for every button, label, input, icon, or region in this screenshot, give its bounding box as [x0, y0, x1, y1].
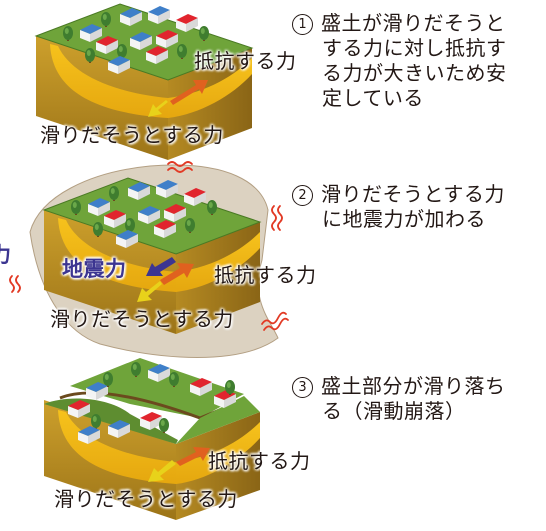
- panel-1-arrows: [148, 80, 208, 117]
- panel-1-resist-arrow: [170, 80, 208, 105]
- panel-1-resist-label: 抵抗する力: [194, 49, 297, 73]
- panel-1-slide-arrow: [148, 100, 168, 117]
- panel-2-desc-line-2: に地震力が加わる: [322, 207, 486, 231]
- shake-mark-left-2: [15, 275, 21, 293]
- panel-1-number: 1: [292, 14, 313, 35]
- panel-1-desc-line-2: する力に対し抵抗す: [322, 36, 507, 60]
- panel-2-resist-label: 抵抗する力: [214, 263, 317, 287]
- panel-2-arrows: [137, 257, 194, 302]
- panel-2-number: 2: [292, 185, 313, 206]
- panel-3-resist-arrow: [176, 447, 210, 466]
- panel-2-shake-marks: [9, 161, 289, 331]
- panel-3-desc-line-2: る（滑動崩落）: [322, 399, 466, 423]
- panel-1-desc-line-3: る力が大きいため安: [322, 61, 507, 85]
- panel-2-slide-label: 滑りだそうとする力: [50, 307, 234, 331]
- panel-1-slide-label: 滑りだそうとする力: [40, 123, 224, 147]
- shake-mark-right-1: [271, 205, 277, 231]
- panel-3-number: 3: [292, 377, 313, 398]
- panel-3-description: 3 盛土部分が滑り落ち る（滑動崩落）: [292, 374, 506, 424]
- panel-1-desc-line-4: 定している: [322, 86, 424, 110]
- panel-1-desc-line-1: 盛土が滑りだそうと: [321, 11, 506, 35]
- shake-mark-bottom-1: [261, 311, 287, 325]
- panel-2-quake-label: 地震力: [62, 257, 127, 281]
- panel-2-description: 2 滑りだそうとする力 に地震力が加わる: [292, 182, 505, 232]
- panel-3-resist-label: 抵抗する力: [208, 449, 311, 473]
- panel-3-slide-label: 滑りだそうとする力: [54, 487, 238, 511]
- panel-1-fill-right: [168, 58, 252, 118]
- panel-2-slide-arrow: [137, 281, 162, 302]
- panel-3-slide-arrow: [148, 460, 176, 482]
- panel-3-scarp: [59, 391, 245, 420]
- panel-3-top-intact: [70, 358, 244, 418]
- panel-2-quake-arrow: [146, 257, 176, 276]
- shake-mark-right-2: [277, 205, 283, 231]
- panel-2-cropped-label: 力: [0, 243, 12, 267]
- panel-1-description: 1 盛土が滑りだそうと する力に対し抵抗す る力が大きいため安 定している: [292, 11, 507, 111]
- panel-3-desc-line-1: 盛土部分が滑り落ち: [321, 374, 506, 398]
- shake-mark-bottom-2: [263, 317, 289, 331]
- panel-2-resist-arrow: [160, 263, 194, 285]
- panel-2-desc-line-1: 滑りだそうとする力: [321, 182, 505, 206]
- shake-mark-top-1: [167, 161, 193, 167]
- panel-1-fill-front: [50, 44, 168, 118]
- panel-3-arrows: [148, 447, 210, 482]
- shake-mark-top-2: [167, 167, 193, 173]
- shake-mark-left-1: [9, 275, 15, 293]
